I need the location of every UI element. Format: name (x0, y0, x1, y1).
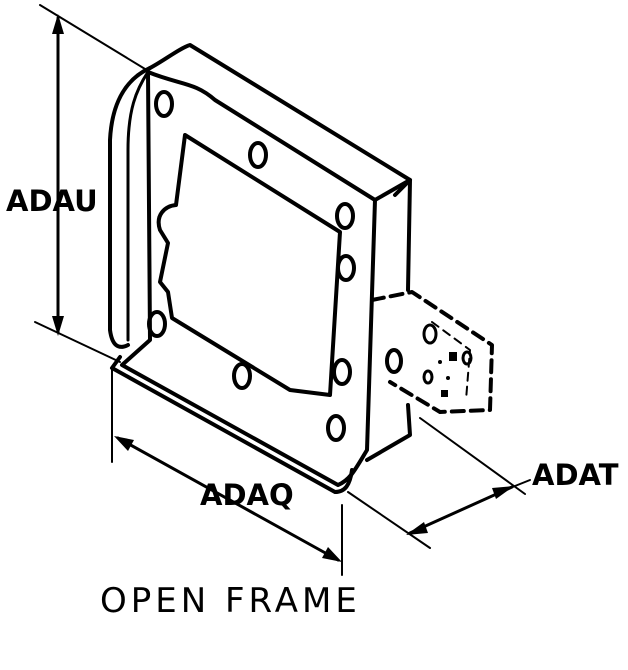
mounting-hole (248, 141, 268, 169)
rear-bracket-outline (370, 290, 494, 414)
mounting-hole (332, 358, 352, 386)
bracket-dot (446, 376, 450, 380)
frame-side-face (373, 178, 412, 292)
depth-extension-front (347, 491, 431, 549)
frame-window (156, 133, 342, 397)
frame-side-lower (365, 403, 412, 462)
bracket-fastener (441, 390, 448, 397)
mounting-hole (232, 362, 252, 390)
frame-top-edge (148, 43, 412, 197)
frame-bottom-flange (110, 355, 354, 494)
frame-left-flange-inner (126, 70, 150, 342)
mounting-hole (335, 202, 355, 230)
rear-bracket-inner (431, 321, 471, 401)
height-arrow-bottom (52, 316, 64, 336)
frame-front-plate (120, 70, 377, 487)
bracket-fastener (449, 352, 457, 361)
frame-left-flange (108, 66, 152, 349)
height-arrow-top (52, 14, 64, 34)
mounting-hole (336, 254, 356, 282)
mounting-hole (326, 414, 346, 442)
rear-bracket-hole (422, 369, 434, 385)
rear-bracket-hole (385, 348, 403, 374)
rear-bracket-hole (422, 323, 438, 345)
width-dimension-line (116, 436, 340, 562)
depth-arrow-back (492, 486, 514, 499)
width-label: ADAQ (200, 478, 294, 512)
height-extension-bottom (34, 321, 121, 363)
bracket-dot (438, 360, 442, 364)
depth-arrow-front (406, 522, 428, 535)
depth-extension-back (419, 417, 526, 495)
depth-label: ADAT (532, 458, 619, 492)
depth-leader-line (509, 479, 531, 489)
figure-caption: OPEN FRAME (100, 581, 361, 621)
mounting-hole (147, 310, 167, 338)
mounting-hole (154, 90, 174, 118)
height-label: ADAU (6, 184, 98, 218)
rear-bracket-hole (461, 350, 473, 366)
width-arrow-right (322, 547, 342, 562)
width-arrow-left (114, 436, 134, 451)
